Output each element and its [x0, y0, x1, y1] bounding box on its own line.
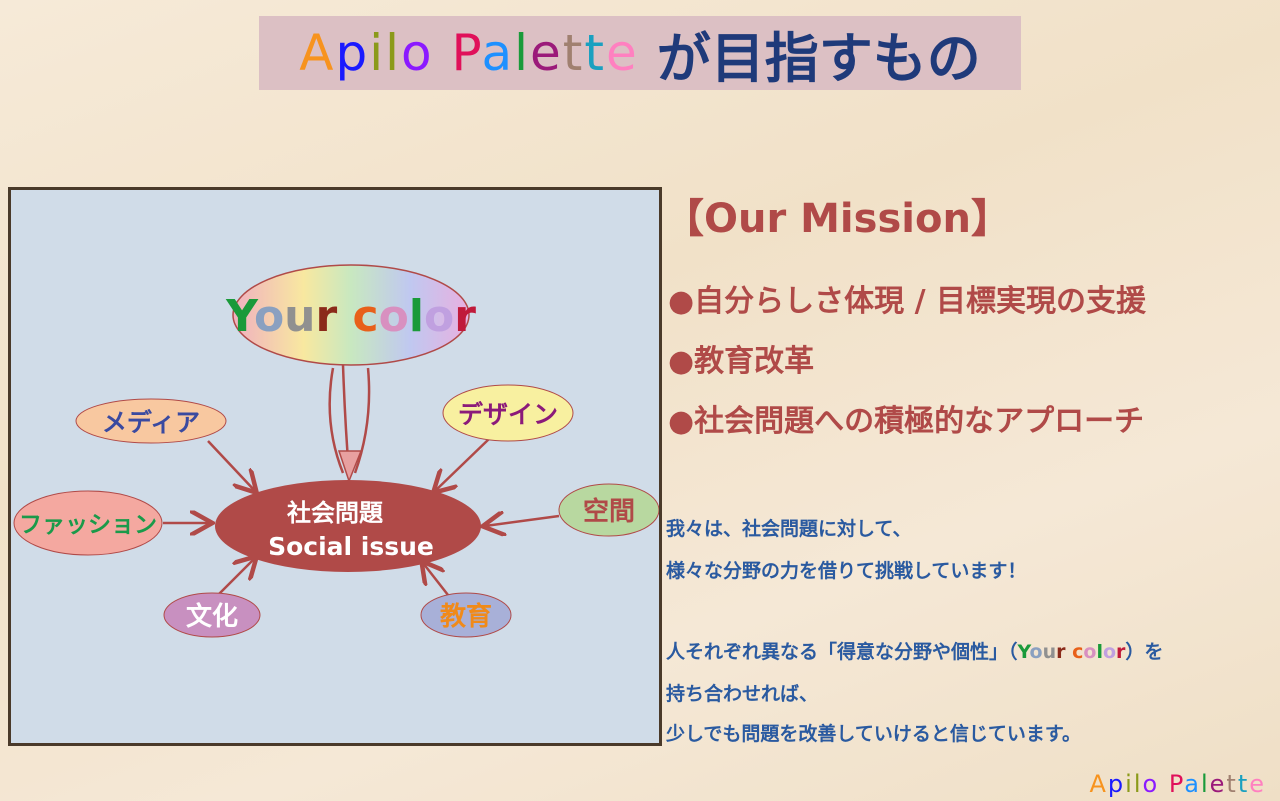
social-issue-node — [215, 480, 481, 572]
letter: o — [254, 291, 284, 342]
your-color-inline: Your color — [1018, 641, 1126, 663]
letter: p — [335, 24, 370, 82]
letter: o — [1142, 770, 1160, 798]
arrow-space — [485, 516, 560, 526]
letter: e — [1209, 770, 1227, 798]
body-text: 人それぞれ異なる「得意な分野や個性」（ — [666, 641, 1018, 663]
letter: l — [385, 24, 402, 82]
mission-diagram: Your color 社会問題 Social issue メディア デザイン フ… — [8, 187, 662, 746]
body-text: ）を — [1125, 641, 1164, 663]
culture-label: 文化 — [186, 601, 238, 632]
letter: l — [1096, 641, 1103, 663]
arrow-media — [207, 440, 255, 491]
letter: a — [1184, 770, 1201, 798]
fashion-node — [13, 490, 163, 556]
arrow-design — [435, 437, 491, 491]
your-color-node — [232, 264, 470, 366]
page-title: Apilo Palette が目指すもの — [259, 16, 1021, 90]
mission-bullet: ●教育改革 — [668, 344, 815, 379]
letter: P — [451, 24, 482, 82]
letter: p — [1107, 770, 1126, 798]
letter: o — [1029, 641, 1043, 663]
letter: A — [299, 24, 336, 82]
letter: Y — [1017, 641, 1030, 663]
letter: o — [1083, 641, 1097, 663]
title-suffix: が目指すもの — [656, 26, 981, 90]
letter: r — [454, 291, 476, 342]
letter: c — [353, 291, 379, 342]
letter: e — [529, 24, 563, 82]
letter: e — [605, 24, 639, 82]
letter: u — [1042, 641, 1057, 663]
letter: c — [1072, 641, 1084, 663]
letter: r — [1056, 641, 1066, 663]
letter: l — [409, 291, 424, 342]
mission-heading: 【Our Mission】 — [664, 196, 1011, 242]
your-color-label: Your color — [225, 291, 476, 342]
diagram-svg: Your color 社会問題 Social issue メディア デザイン フ… — [13, 264, 660, 638]
letter: e — [1249, 770, 1266, 798]
letter: r — [316, 291, 338, 342]
media-node — [75, 398, 227, 444]
body-line: 持ち合わせれば、 — [666, 683, 819, 705]
body-line: 様々な分野の力を借りて挑戦しています！ — [666, 560, 1027, 582]
letter — [1159, 770, 1169, 798]
mission-bullet: ●自分らしさ体現 / 目標実現の支援 — [668, 284, 1147, 319]
letter: r — [1116, 641, 1126, 663]
letter: A — [1089, 770, 1108, 798]
social-issue-jp: 社会問題 — [287, 499, 384, 527]
letter: o — [379, 291, 409, 342]
culture-node — [163, 592, 261, 638]
letter: t — [1226, 770, 1238, 798]
letter — [337, 291, 352, 342]
body-line: 人それぞれ異なる「得意な分野や個性」（Your color）を — [666, 637, 1163, 664]
letter: i — [369, 24, 386, 82]
design-node — [442, 384, 574, 442]
letter: t — [562, 24, 585, 82]
arrow-education — [423, 563, 449, 596]
letter: o — [424, 291, 454, 342]
brand-logo-text: Apilo Palette — [299, 24, 638, 82]
education-node — [420, 592, 512, 638]
letter: i — [1125, 770, 1134, 798]
letter: P — [1168, 770, 1185, 798]
letter: Y — [225, 291, 259, 342]
arrow-culture — [217, 558, 255, 596]
education-label: 教育 — [440, 601, 492, 632]
body-line: 我々は、社会問題に対して、 — [666, 518, 912, 540]
letter: a — [481, 24, 515, 82]
letter: t — [1237, 770, 1250, 798]
arrows — [163, 364, 560, 596]
space-label: 空間 — [583, 496, 635, 527]
media-label: メディア — [102, 408, 200, 437]
mission-bullet: ●社会問題への積極的なアプローチ — [668, 404, 1145, 439]
design-label: デザイン — [458, 400, 558, 429]
letter: t — [584, 24, 606, 82]
letter: u — [284, 291, 315, 342]
social-issue-en: Social issue — [268, 532, 434, 561]
letter: l — [1200, 770, 1210, 798]
footer-brand-logo: Apilo Palette — [1090, 770, 1267, 798]
body-line: 少しでも問題を改善していけると信じています。 — [666, 723, 1081, 745]
fashion-label: ファッション — [19, 512, 157, 538]
letter: o — [1102, 641, 1117, 663]
letter: o — [401, 24, 434, 82]
letter: l — [1133, 770, 1143, 798]
letter: l — [514, 24, 530, 82]
letter — [434, 24, 452, 82]
